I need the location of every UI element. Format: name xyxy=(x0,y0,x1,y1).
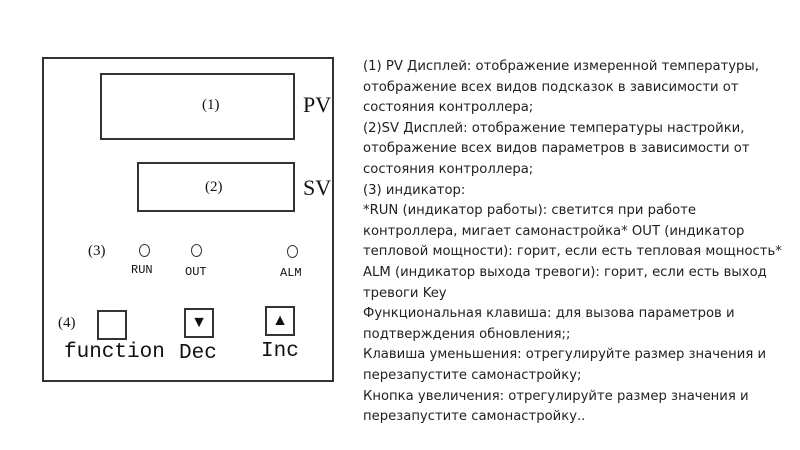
desc-line: перезапустите самонастройку.. xyxy=(363,409,586,425)
desc-line: подтверждения обновления;; xyxy=(363,326,571,342)
key-marker: (4) xyxy=(58,315,76,331)
alm-led-icon xyxy=(287,245,298,258)
desc-line: (2)SV Дисплей: отображение температуры н… xyxy=(363,120,745,136)
indicator-marker: (3) xyxy=(88,243,106,259)
alm-label: ALM xyxy=(280,266,302,280)
dec-key[interactable]: ▼ xyxy=(184,308,214,338)
desc-line: тревоги Key xyxy=(363,285,447,301)
desc-line: Функциональная клавиша: для вызова парам… xyxy=(363,306,735,322)
pv-display xyxy=(100,73,295,140)
desc-line: (3) индикатор: xyxy=(363,182,466,198)
desc-line: Кнопка увеличения: отрегулируйте размер … xyxy=(363,388,749,404)
dec-label: Dec xyxy=(179,342,217,365)
desc-line: тепловой мощности): горит, если есть теп… xyxy=(363,244,782,260)
desc-line: отображение всех видов параметров в зави… xyxy=(363,141,750,157)
desc-line: перезапустите самонастройку; xyxy=(363,367,582,383)
pv-marker: (1) xyxy=(202,97,220,113)
desc-line: контроллера, мигает самонастройка* OUT (… xyxy=(363,223,745,239)
function-key[interactable] xyxy=(97,310,127,340)
desc-line: (1) PV Дисплей: отображение измеренной т… xyxy=(363,59,760,74)
function-label: function xyxy=(64,341,165,364)
run-label: RUN xyxy=(131,263,153,277)
sv-marker: (2) xyxy=(205,179,223,195)
sv-display xyxy=(137,162,295,212)
inc-label: Inc xyxy=(261,340,299,363)
inc-key[interactable]: ▲ xyxy=(265,306,295,336)
desc-line: ALM (индикатор выхода тревоги): горит, е… xyxy=(363,264,767,280)
sv-label: SV xyxy=(303,175,332,200)
desc-line: состояния контроллера; xyxy=(363,100,534,116)
out-led-icon xyxy=(191,244,202,257)
run-led-icon xyxy=(139,244,150,257)
desc-line: отображение всех видов подсказок в завис… xyxy=(363,79,739,95)
description-text: (1) PV Дисплей: отображение измеренной т… xyxy=(363,57,783,428)
desc-line: Клавиша уменьшения: отрегулируйте размер… xyxy=(363,347,767,363)
desc-line: состояния контроллера; xyxy=(363,161,534,177)
pv-label: PV xyxy=(303,92,332,117)
triangle-down-icon: ▼ xyxy=(191,314,207,331)
out-label: OUT xyxy=(185,265,207,279)
triangle-up-icon: ▲ xyxy=(272,312,288,329)
controller-panel xyxy=(42,57,334,382)
desc-line: *RUN (индикатор работы): светится при ра… xyxy=(363,203,697,219)
